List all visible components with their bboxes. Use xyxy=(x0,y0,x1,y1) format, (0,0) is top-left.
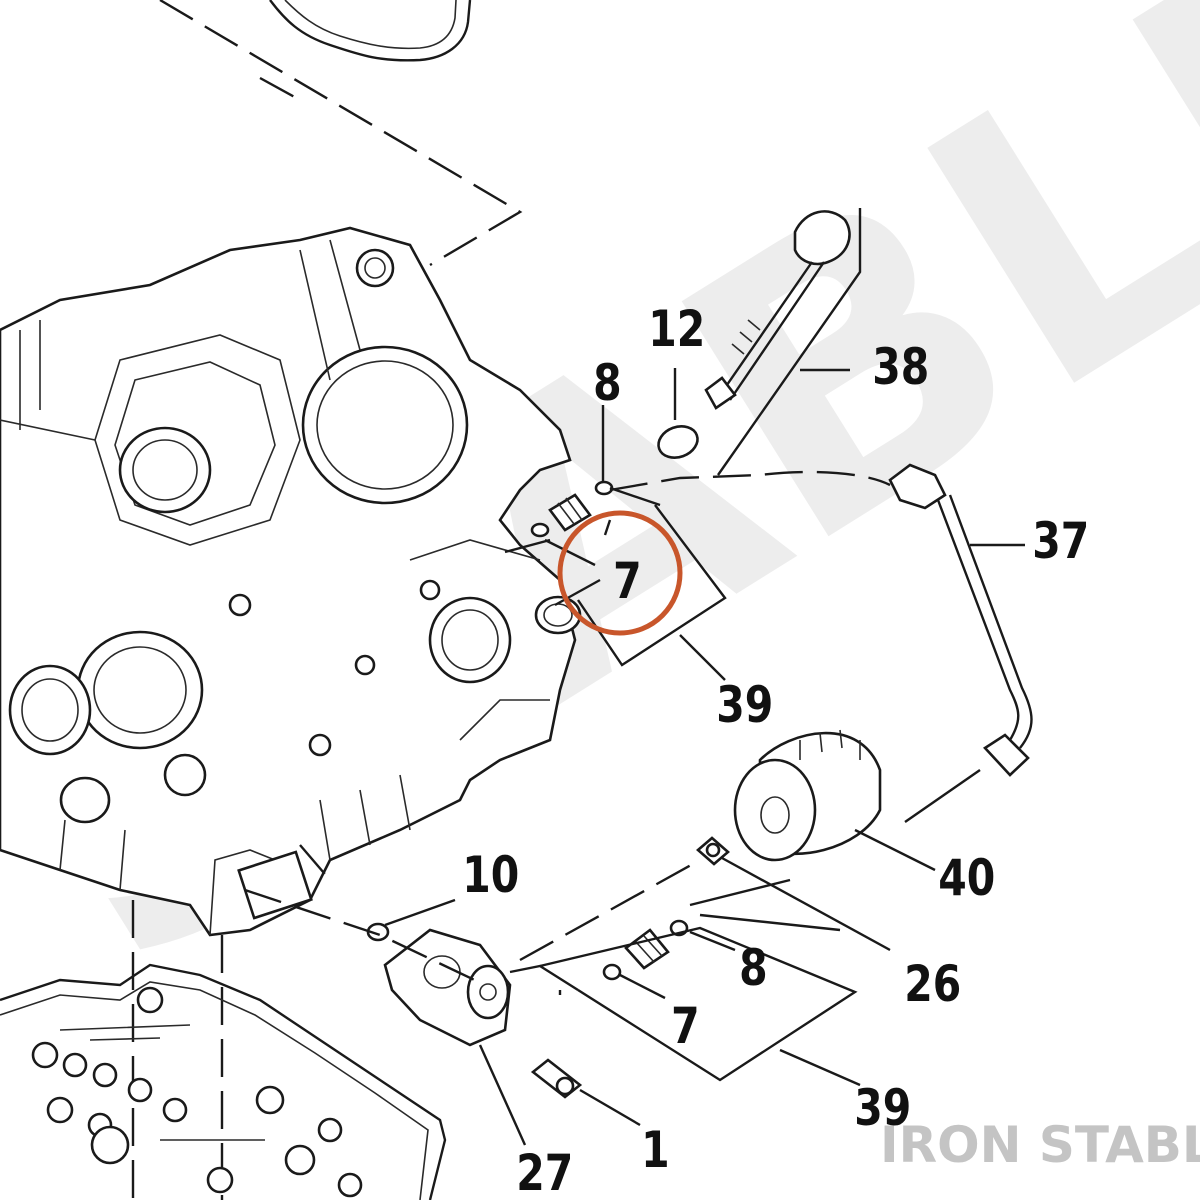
callout-38: 38 xyxy=(872,338,929,396)
leader-lines xyxy=(244,208,1025,1146)
callout-1: 1 xyxy=(641,1121,670,1179)
callout-39-upper: 39 xyxy=(716,676,773,734)
callout-26: 26 xyxy=(904,955,961,1013)
callout-8-upper: 8 xyxy=(593,354,622,412)
callout-27: 27 xyxy=(516,1144,573,1200)
top-gasket xyxy=(269,0,472,62)
dipstick xyxy=(704,210,851,410)
bolt xyxy=(530,1058,583,1099)
oil-filter xyxy=(733,729,882,862)
callout-7-upper: 7 xyxy=(613,552,642,610)
callout-40: 40 xyxy=(938,849,995,907)
drain-fitting xyxy=(696,836,730,866)
oil-line xyxy=(888,463,1033,777)
assembly-lines-top xyxy=(159,0,523,267)
cooler-adapter xyxy=(383,928,512,1047)
callout-37: 37 xyxy=(1032,512,1089,570)
callout-10: 10 xyxy=(462,846,519,904)
o-ring-12 xyxy=(657,425,699,459)
assembly-lines-lower xyxy=(131,900,224,1200)
bottom-gasket xyxy=(0,963,447,1200)
callout-12: 12 xyxy=(648,300,705,358)
callout-7-lower: 7 xyxy=(671,997,700,1055)
callout-39-lower: 39 xyxy=(854,1079,911,1137)
highlight-circle xyxy=(557,510,683,636)
corner-watermark: IRON STABLE xyxy=(880,1116,1200,1174)
callout-8-lower: 8 xyxy=(739,939,768,997)
